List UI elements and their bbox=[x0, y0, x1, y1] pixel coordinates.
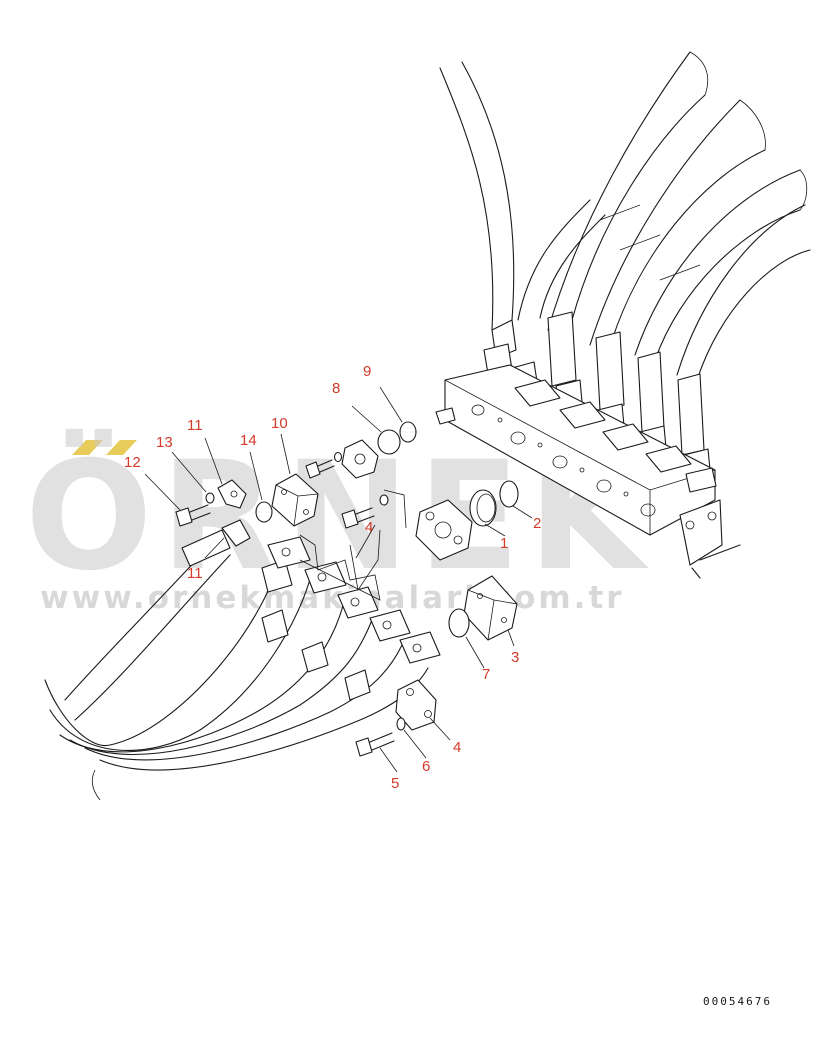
part-5-bolt bbox=[355, 737, 373, 757]
part-2-o-ring bbox=[499, 480, 519, 508]
part-1-o-ring bbox=[469, 489, 497, 527]
part-12-bolt bbox=[175, 507, 193, 527]
part-11-clamp-lower bbox=[221, 519, 251, 547]
part-13-washer bbox=[205, 492, 215, 504]
callout-6: 6 bbox=[422, 758, 430, 775]
loose-parts bbox=[175, 421, 519, 757]
watermark-accent-marks bbox=[72, 440, 137, 455]
drawing-number: 00054676 bbox=[703, 995, 772, 1008]
callout-4-upper: 4 bbox=[365, 519, 373, 536]
callout-8: 8 bbox=[332, 380, 340, 397]
callouts: 1 2 3 4 4 5 6 7 8 9 10 11 11 12 13 14 bbox=[124, 363, 541, 792]
callout-4-lower: 4 bbox=[453, 739, 461, 756]
part-8-plug bbox=[377, 429, 401, 455]
callout-5: 5 bbox=[391, 775, 399, 792]
callout-11-lower: 11 bbox=[187, 565, 203, 582]
callout-7: 7 bbox=[482, 666, 490, 683]
upper-hoses bbox=[439, 51, 811, 475]
callout-2: 2 bbox=[533, 515, 541, 532]
leader-lines bbox=[144, 386, 533, 773]
part-9-o-ring bbox=[399, 421, 417, 443]
part-10-cover bbox=[271, 473, 319, 527]
valve-manifold-block bbox=[435, 364, 741, 579]
callout-13: 13 bbox=[156, 434, 173, 451]
callout-12: 12 bbox=[124, 454, 141, 471]
part-11-clamp bbox=[217, 479, 247, 509]
callout-14: 14 bbox=[240, 432, 257, 449]
callout-10: 10 bbox=[271, 415, 288, 432]
part-14-o-ring bbox=[255, 501, 273, 523]
callout-1: 1 bbox=[500, 535, 508, 552]
part-7-o-ring bbox=[448, 608, 470, 638]
part-6-washer bbox=[396, 717, 406, 731]
callout-9: 9 bbox=[363, 363, 371, 380]
callout-11-upper: 11 bbox=[187, 417, 203, 434]
part-4-split-flange bbox=[415, 499, 473, 561]
callout-3: 3 bbox=[511, 649, 519, 666]
